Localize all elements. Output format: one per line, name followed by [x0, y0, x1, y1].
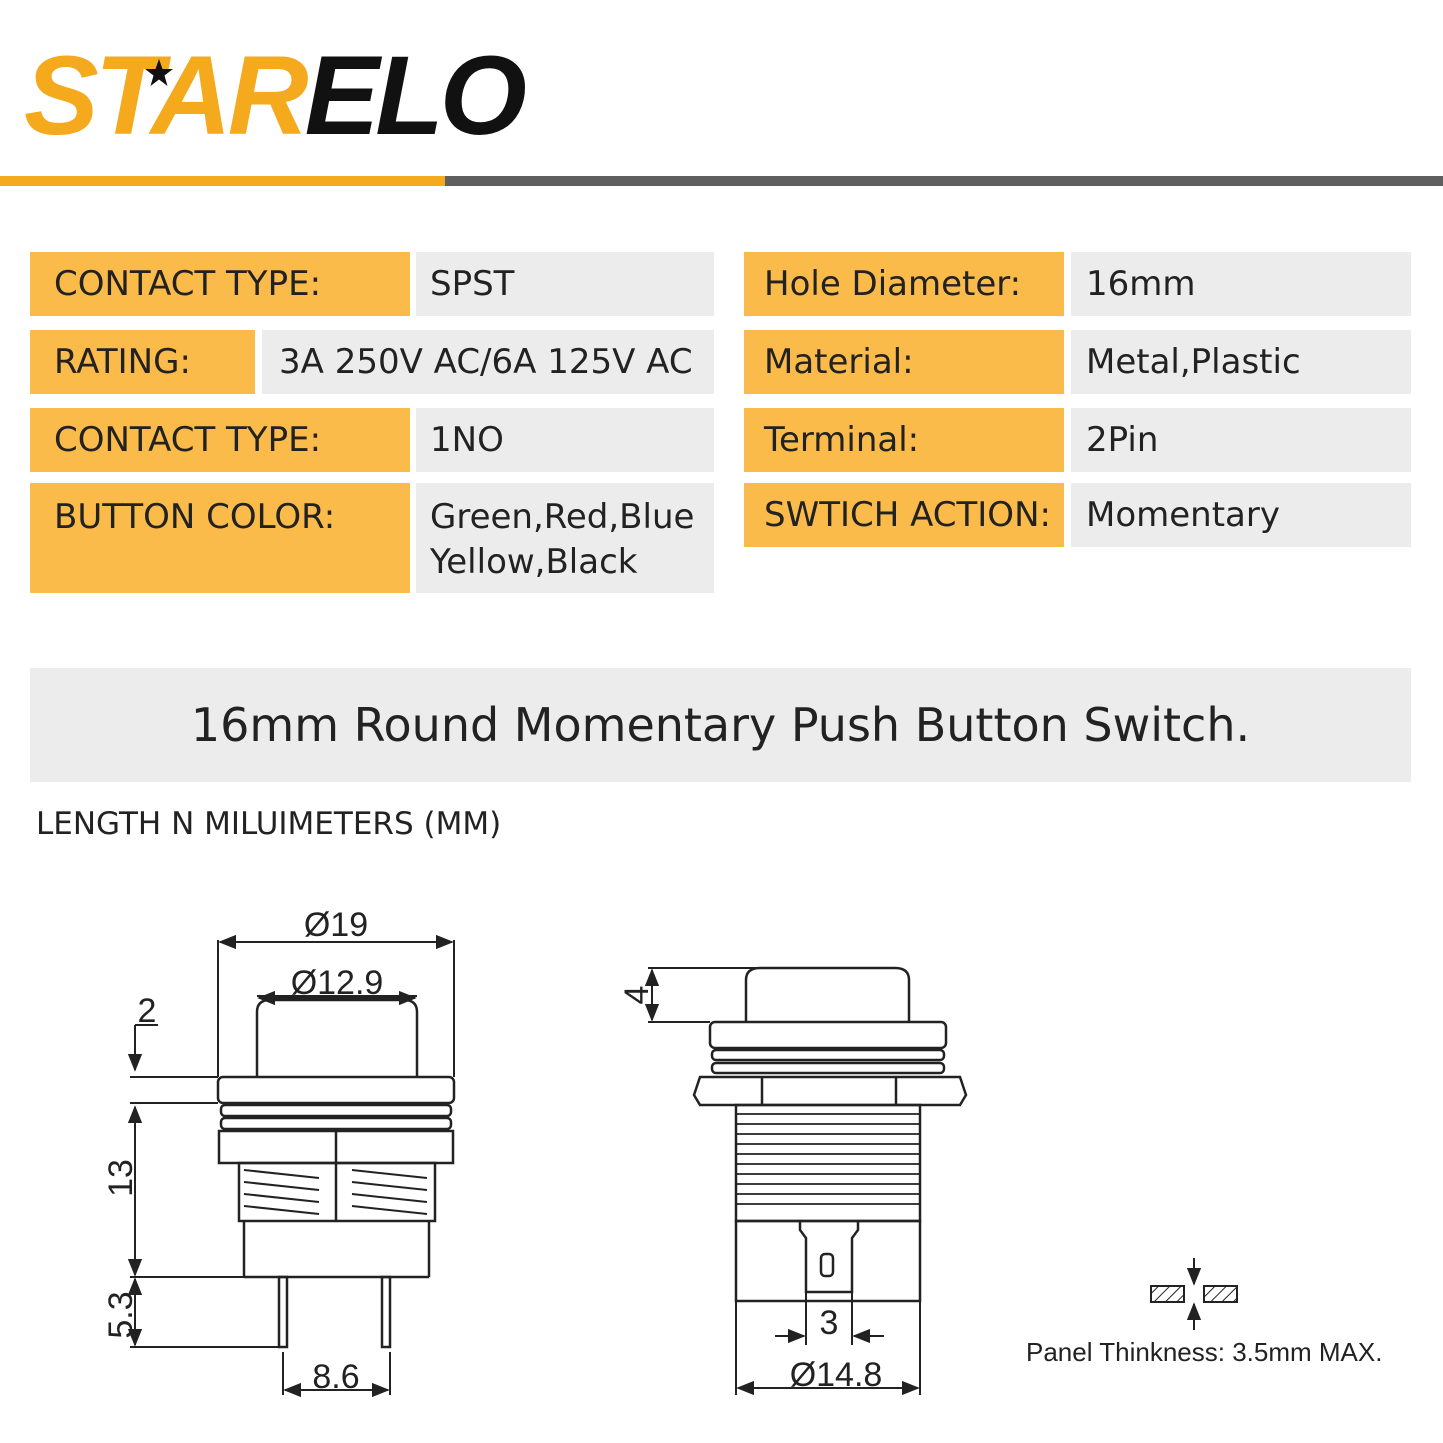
spec-value-switch-action: Momentary — [1071, 483, 1411, 547]
header-rule-accent — [0, 176, 445, 186]
button-color-line-1: Green,Red,Blue — [430, 497, 695, 537]
dim-label-h4: 4 — [618, 986, 656, 1005]
dim-label-d12-9: Ø12.9 — [291, 964, 384, 1002]
units-label: LENGTH N MILUIMETERS (MM) — [36, 806, 502, 842]
spec-key-contact-type: CONTACT TYPE: — [30, 252, 410, 316]
spec-value-contact-type: SPST — [416, 252, 714, 316]
header-rule-gray — [445, 176, 1443, 186]
spec-value-button-color: Green,Red,Blue Yellow,Black — [416, 483, 714, 593]
spec-key-button-color: BUTTON COLOR: — [30, 483, 410, 593]
spec-key-terminal: Terminal: — [744, 408, 1064, 472]
brand-logo-part-a: STAR — [24, 33, 309, 158]
spec-key-switch-action: SWTICH ACTION: — [744, 483, 1064, 547]
dim-label-d19: Ø19 — [304, 906, 368, 944]
dim-label-w3: 3 — [820, 1304, 839, 1342]
panel-thickness-note: Panel Thinkness: 3.5mm MAX. — [1026, 1337, 1383, 1367]
dim-label-h2: 2 — [138, 992, 157, 1030]
brand-logo-part-b: ELO — [304, 33, 527, 158]
dim-label-w8-6: 8.6 — [312, 1358, 359, 1396]
spec-key-contact-type-2: CONTACT TYPE: — [30, 408, 410, 472]
spec-value-terminal: 2Pin — [1071, 408, 1411, 472]
dimension-drawing: Ø19 Ø12.9 2 13 5.3 8.6 4 3 Ø14.8 — [102, 906, 1238, 1398]
product-title-banner: 16mm Round Momentary Push Button Switch. — [30, 668, 1411, 782]
dim-label-h5-3: 5.3 — [102, 1291, 140, 1338]
dim-label-d14-8: Ø14.8 — [790, 1356, 883, 1394]
spec-value-hole-diameter: 16mm — [1071, 252, 1411, 316]
spec-key-rating: RATING: — [30, 330, 255, 394]
spec-key-hole-diameter: Hole Diameter: — [744, 252, 1064, 316]
star-icon — [145, 59, 173, 86]
dim-label-h13: 13 — [102, 1159, 140, 1197]
front-view-outline — [216, 998, 456, 1349]
side-view-outline — [692, 966, 968, 1303]
side-view-dimensions — [644, 967, 921, 1396]
spec-key-material: Material: — [744, 330, 1064, 394]
front-view-threads — [243, 1169, 428, 1215]
spec-value-rating: 3A 250V AC/6A 125V AC — [262, 330, 714, 394]
panel-thickness-symbol — [1150, 1258, 1238, 1330]
side-view-threads — [736, 1113, 920, 1205]
spec-value-material: Metal,Plastic — [1071, 330, 1411, 394]
spec-value-contact-type-2: 1NO — [416, 408, 714, 472]
product-title: 16mm Round Momentary Push Button Switch. — [190, 698, 1251, 752]
button-color-line-2: Yellow,Black — [430, 542, 638, 582]
front-view-dimensions — [127, 934, 455, 1398]
